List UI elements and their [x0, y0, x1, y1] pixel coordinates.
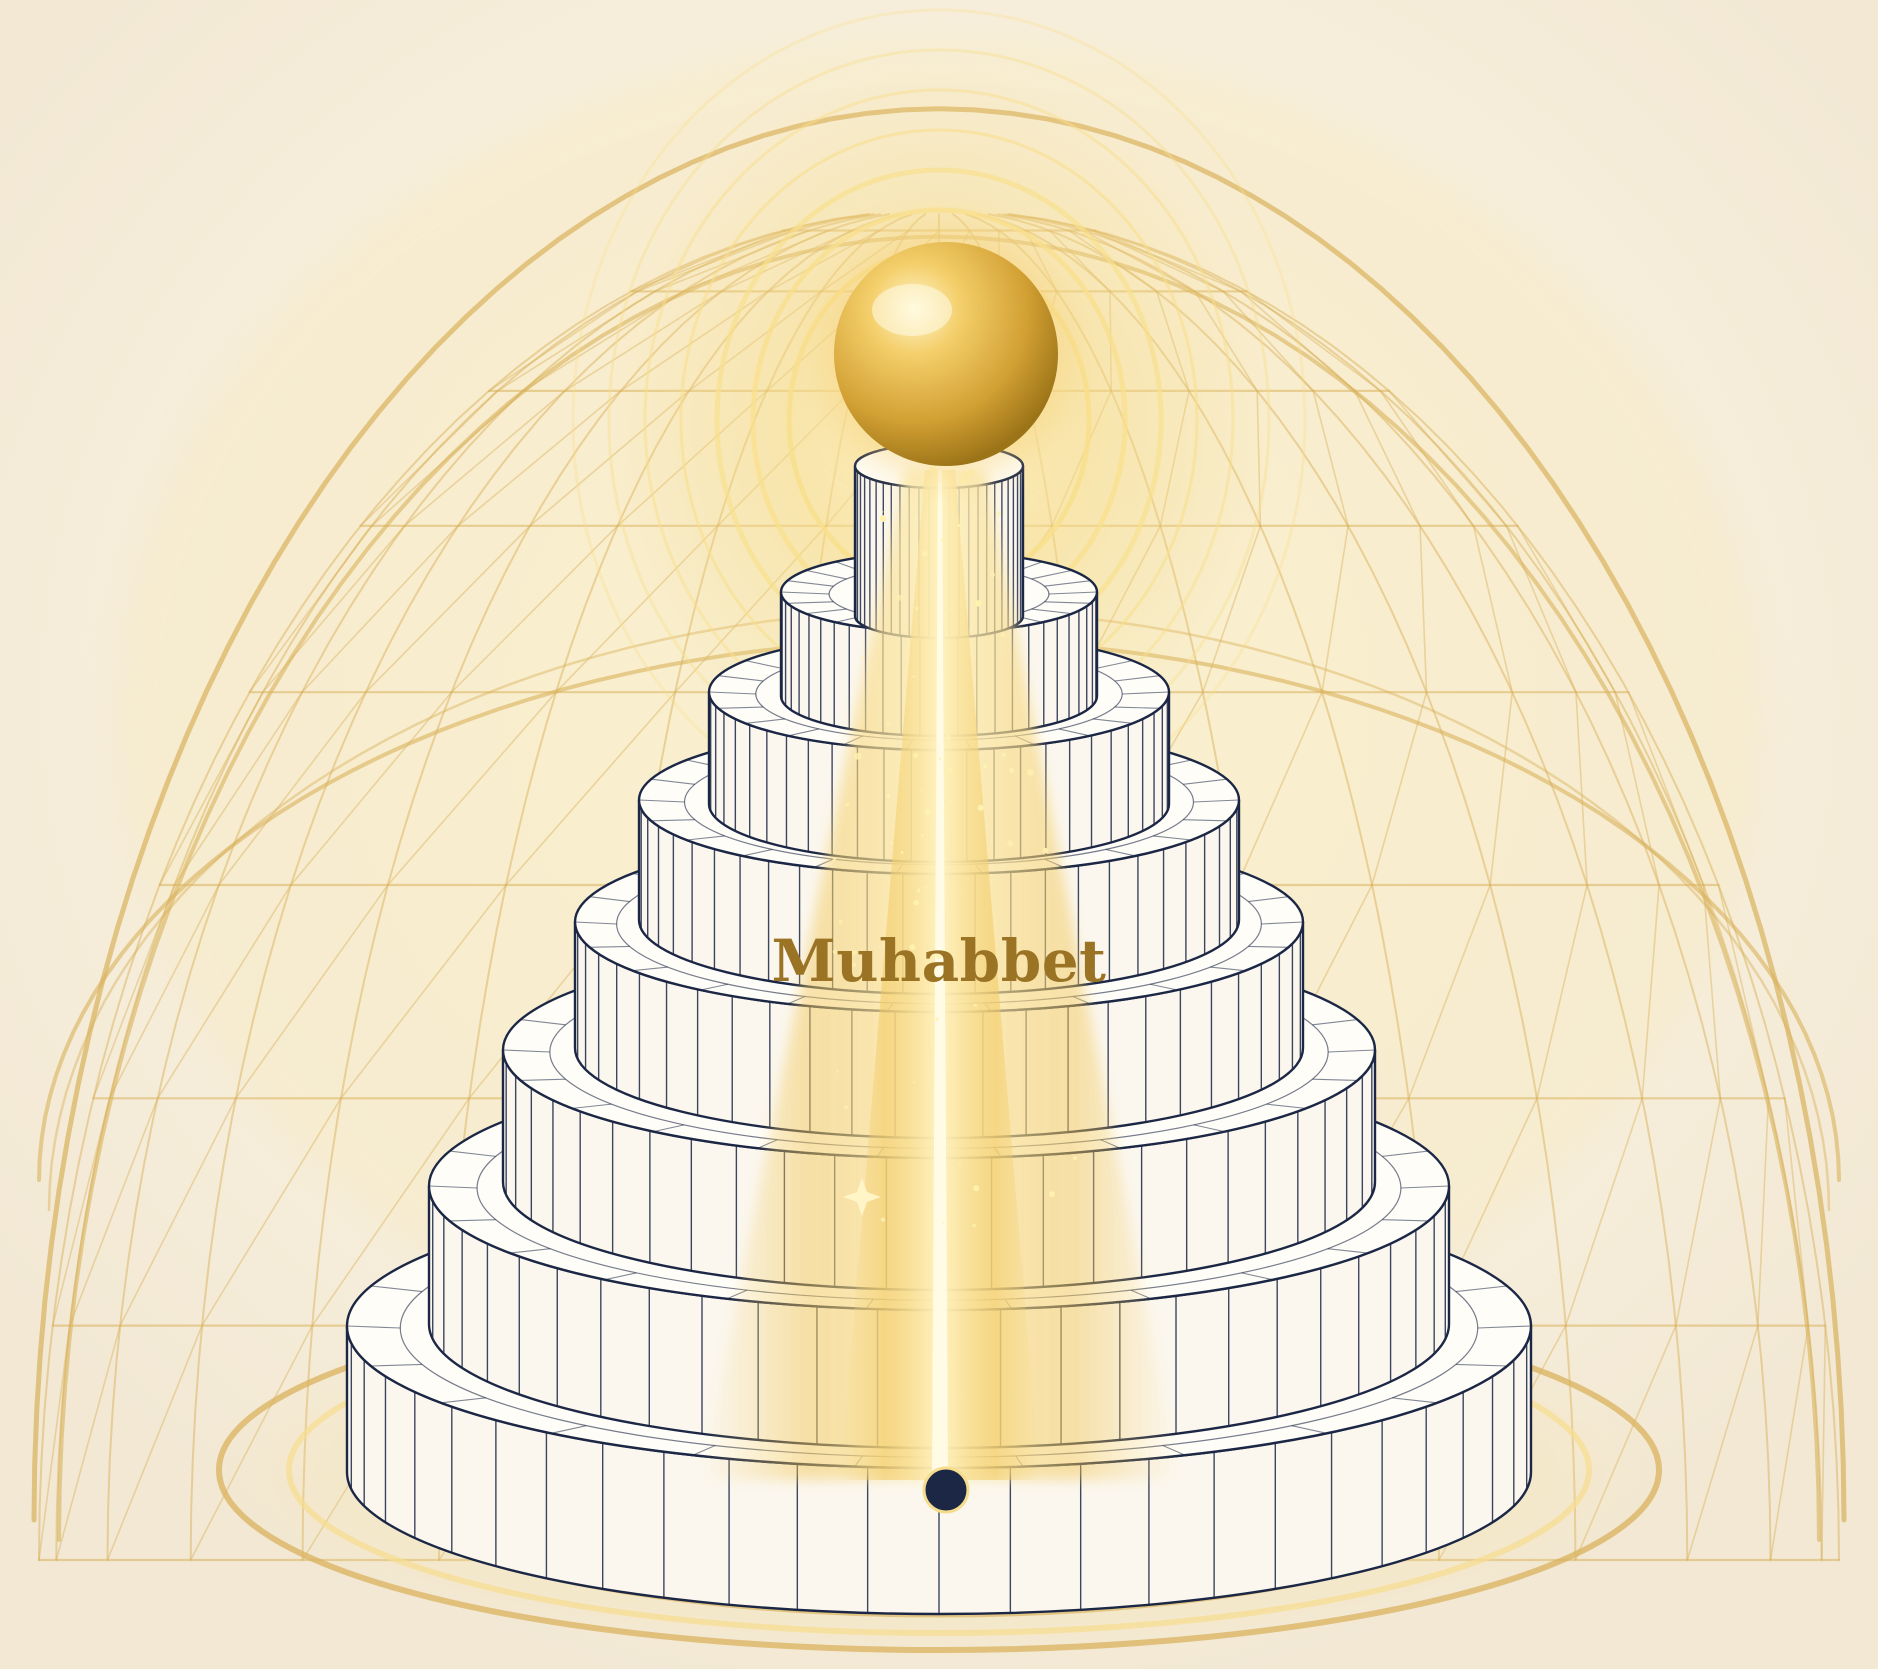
- golden-orb-sphere: [834, 242, 1058, 466]
- center-label: Muhabbet: [0, 926, 1878, 996]
- golden-orb: [822, 230, 1070, 478]
- base-marker: [924, 1468, 968, 1512]
- navy-dot: [924, 1468, 968, 1512]
